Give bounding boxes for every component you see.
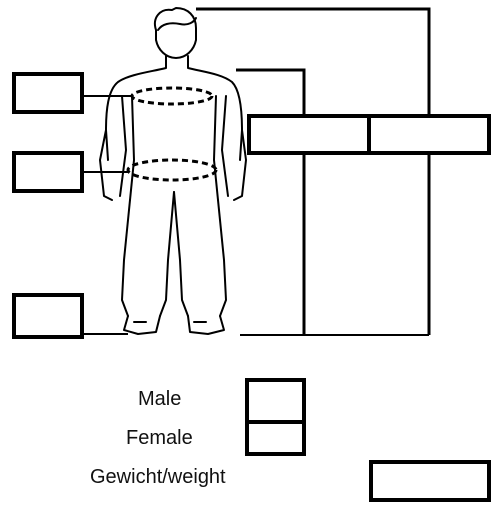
male-checkbox[interactable] [245, 378, 306, 424]
inseam-measure-box[interactable] [12, 293, 84, 339]
height-box-1[interactable] [247, 114, 371, 155]
weight-label: Gewicht/weight [90, 466, 226, 488]
height-box-2[interactable] [367, 114, 491, 155]
waist-measure-ellipse [126, 158, 218, 182]
male-label: Male [138, 388, 182, 410]
chest-measure-box[interactable] [12, 72, 84, 114]
female-label: Female [126, 427, 193, 449]
waist-measure-box[interactable] [12, 151, 84, 193]
weight-box[interactable] [369, 460, 491, 502]
female-checkbox[interactable] [245, 420, 306, 456]
leader-lines [84, 7, 431, 336]
human-figure-measurement-icon [99, 7, 247, 335]
chest-measure-ellipse [130, 86, 214, 106]
